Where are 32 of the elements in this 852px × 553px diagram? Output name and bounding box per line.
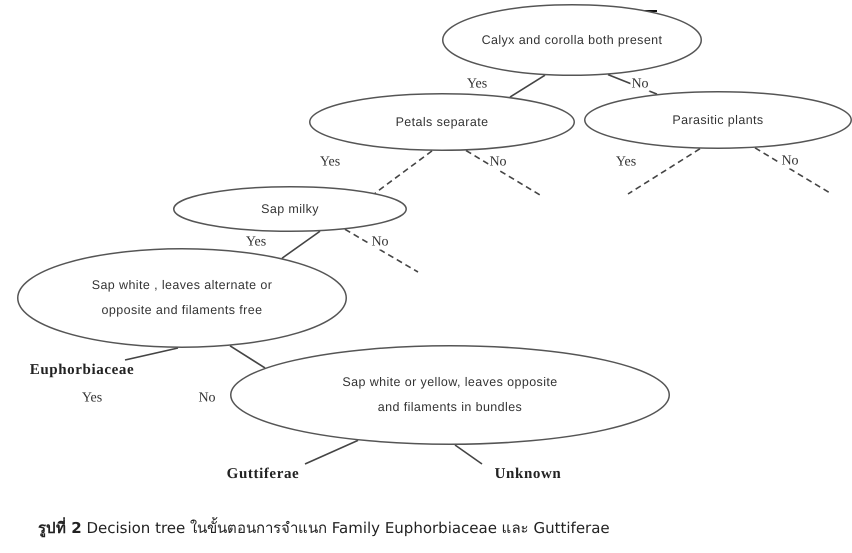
dashed-branch-line [344, 228, 418, 273]
dashed-branch-line [466, 150, 540, 196]
question-text: Sap white , leaves alternate or opposite and filaments free [90, 277, 274, 319]
decision-ellipse [17, 248, 347, 348]
decision-ellipse [584, 91, 852, 149]
decision-ellipse [230, 345, 670, 445]
branch-line [510, 74, 546, 98]
question-text: Parasitic plants [672, 112, 764, 129]
result-label: Guttiferae [226, 465, 300, 483]
branch-line [230, 345, 266, 369]
branch-line [454, 444, 482, 465]
decision-ellipse [442, 4, 702, 76]
branch-line [304, 440, 358, 465]
edge-label: No [488, 154, 508, 170]
result-label: Unknown [494, 465, 562, 483]
edge-label: No [370, 234, 390, 250]
dashed-branch-line [374, 150, 432, 194]
decision-ellipse [173, 186, 407, 232]
decision-ellipse [309, 93, 575, 151]
result-label: Euphorbiaceae [30, 361, 134, 379]
dashed-branch-line [628, 148, 700, 195]
branch-line [124, 347, 178, 361]
branch-line [282, 230, 320, 259]
question-text: Sap milky [261, 200, 319, 218]
question-text: Calyx and corolla both present [482, 32, 662, 49]
edge-label: No [630, 76, 650, 92]
question-text: Sap white or yellow, leaves opposite and filaments in bundles [341, 374, 559, 416]
edge-label: No [780, 154, 800, 168]
dashed-branch-line [754, 147, 830, 194]
branch-line [608, 74, 658, 95]
question-text: Petals separate [396, 114, 488, 131]
figure-caption: รูปที่ 2 Decision tree ในขั้นตอนการจำแนก Family Euphorbiaceae และ Guttiferae [38, 516, 610, 540]
